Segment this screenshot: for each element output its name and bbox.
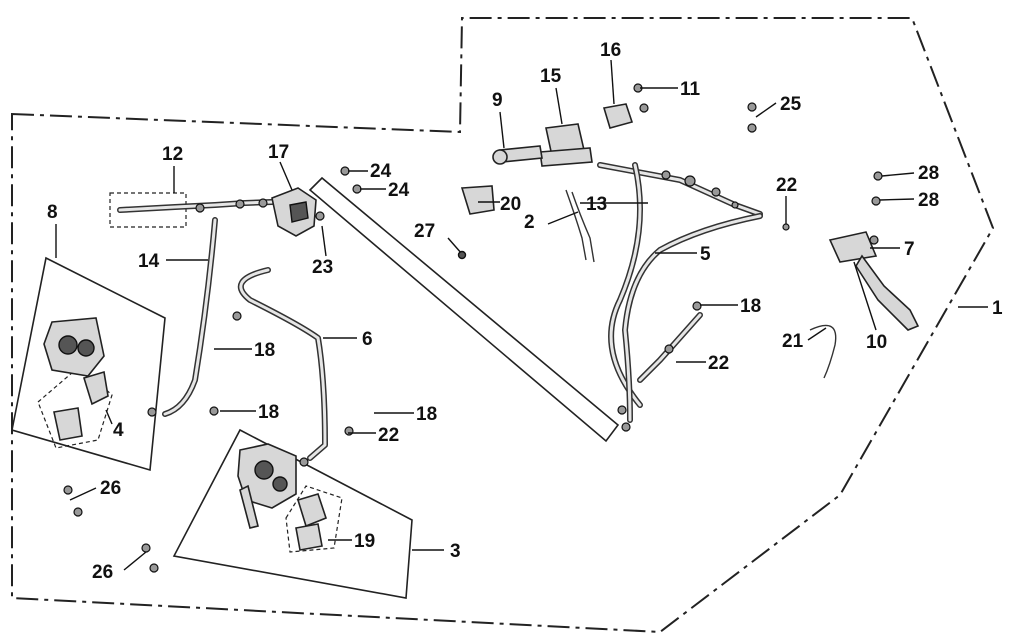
hose-fittings: [147, 170, 790, 467]
callout-27: 27: [414, 221, 435, 242]
callout-19: 19: [354, 531, 375, 552]
callout-18-b: 18: [258, 402, 279, 423]
hose-fitting-box: [109, 192, 187, 228]
clamp-parts: [602, 83, 649, 129]
callout-21: 21: [782, 331, 804, 352]
callout-16: 16: [600, 40, 621, 61]
callout-22-a: 22: [776, 175, 797, 196]
bolt-27-part: [447, 237, 467, 260]
loose-screws: [63, 102, 883, 573]
callout-17: 17: [268, 142, 289, 163]
callout-24-a: 24: [370, 161, 392, 182]
callout-3: 3: [450, 541, 461, 562]
callout-22-c: 22: [708, 353, 729, 374]
front-caliper-zone: [11, 256, 166, 472]
callout-28-b: 28: [918, 190, 939, 211]
callout-26-a: 26: [100, 478, 121, 499]
callout-18-a: 18: [254, 340, 275, 361]
pad-kit-box-front: [37, 365, 113, 449]
callout-14: 14: [138, 251, 160, 272]
callout-2: 2: [524, 212, 535, 233]
callout-20: 20: [500, 194, 521, 215]
callout-24-b: 24: [388, 180, 410, 201]
front-master-cylinder: [492, 123, 593, 167]
rear-caliper: [237, 443, 327, 551]
pad-kit-box-rear: [285, 485, 343, 553]
assembly-outline: [11, 17, 995, 634]
callout-6: 6: [362, 329, 373, 350]
callout-13: 13: [586, 194, 607, 215]
callout-25: 25: [780, 94, 802, 115]
callout-18-d: 18: [740, 296, 761, 317]
callout-1: 1: [992, 298, 1003, 319]
callout-28-a: 28: [918, 163, 939, 184]
callout-11: 11: [680, 79, 701, 100]
callout-5: 5: [700, 244, 711, 265]
callout-23: 23: [312, 257, 333, 278]
callout-9: 9: [492, 90, 503, 111]
callout-7: 7: [904, 239, 915, 260]
callout-15: 15: [540, 66, 562, 87]
left-lever-assembly: [828, 231, 920, 331]
callout-26-b: 26: [92, 562, 113, 583]
reservoir-part: [460, 185, 495, 215]
leader-lines: [55, 59, 988, 571]
callout-4: 4: [113, 420, 124, 441]
callout-10: 10: [866, 332, 887, 353]
rear-caliper-zone: [172, 428, 413, 599]
handlebar-strip: [308, 176, 620, 443]
callout-8: 8: [47, 202, 58, 223]
callout-12: 12: [162, 144, 183, 165]
switch-wire: [565, 189, 595, 263]
switch-wire-21: [809, 324, 837, 379]
rear-master-cylinder: [271, 187, 325, 237]
callout-18-c: 18: [416, 404, 437, 425]
callout-22-b: 22: [378, 425, 399, 446]
front-caliper: [43, 317, 109, 441]
